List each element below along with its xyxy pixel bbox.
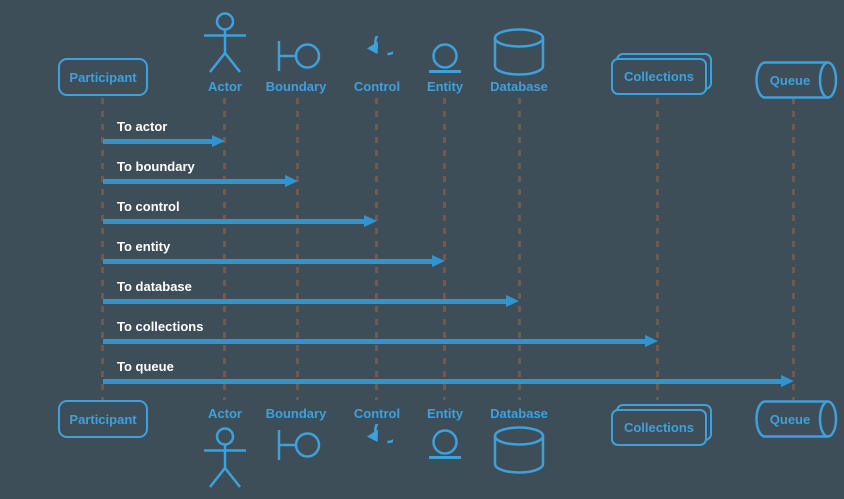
message-line xyxy=(103,339,645,344)
message-label: To queue xyxy=(117,359,174,374)
message-line xyxy=(103,299,506,304)
actor-icon xyxy=(202,8,248,75)
message-label: To control xyxy=(117,199,180,214)
message-arrowhead xyxy=(645,335,658,347)
entity-label: Entity xyxy=(426,79,464,94)
actor-icon xyxy=(202,423,248,490)
message-arrowhead xyxy=(212,135,225,147)
entity-icon xyxy=(427,428,463,460)
message-arrowhead xyxy=(285,175,298,187)
lifeline-participant xyxy=(101,98,104,400)
collections-front-rect: Collections xyxy=(611,409,707,446)
queue-box-top: Queue xyxy=(754,60,839,100)
control-icon xyxy=(361,36,393,76)
boundary-icon xyxy=(275,39,321,73)
actor-label: Actor xyxy=(208,406,242,421)
lifeline-database xyxy=(518,98,521,400)
lifeline-queue xyxy=(792,98,795,400)
collections-box-top: Collections xyxy=(611,53,712,95)
lifeline-entity xyxy=(443,98,446,400)
entity-icon xyxy=(427,42,463,74)
message-arrowhead xyxy=(432,255,445,267)
boundary-icon xyxy=(275,428,321,462)
message-label: To actor xyxy=(117,119,168,134)
message-arrowhead xyxy=(364,215,377,227)
lifeline-collections xyxy=(656,98,659,400)
message-label: To boundary xyxy=(117,159,195,174)
message-label: To entity xyxy=(117,239,171,254)
participant-box-bottom: Participant xyxy=(58,400,148,438)
message-line xyxy=(103,379,781,384)
participant-box-top: Participant xyxy=(58,58,148,96)
collections-box-bottom: Collections xyxy=(611,404,712,446)
control-label: Control xyxy=(353,79,401,94)
message-line xyxy=(103,139,212,144)
message-arrowhead xyxy=(506,295,519,307)
control-icon xyxy=(361,424,393,464)
participant-label: Participant xyxy=(69,411,137,427)
queue-label: Queue xyxy=(769,411,811,427)
queue-box-bottom: Queue xyxy=(754,399,839,439)
lifeline-actor xyxy=(223,98,226,400)
actor-label: Actor xyxy=(208,79,242,94)
message-line xyxy=(103,219,364,224)
message-label: To collections xyxy=(117,319,204,334)
collections-label: Collections xyxy=(623,420,695,435)
message-label: To database xyxy=(117,279,192,294)
queue-label: Queue xyxy=(769,72,811,88)
lifeline-control xyxy=(375,98,378,400)
boundary-label: Boundary xyxy=(265,79,327,94)
message-line xyxy=(103,179,285,184)
message-line xyxy=(103,259,432,264)
database-icon xyxy=(493,27,545,77)
lifeline-boundary xyxy=(296,98,299,400)
message-arrowhead xyxy=(781,375,794,387)
control-label: Control xyxy=(353,406,401,421)
database-label: Database xyxy=(490,406,548,421)
collections-label: Collections xyxy=(623,69,695,84)
entity-label: Entity xyxy=(426,406,464,421)
database-icon xyxy=(493,425,545,475)
boundary-label: Boundary xyxy=(265,406,327,421)
database-label: Database xyxy=(490,79,548,94)
collections-front-rect: Collections xyxy=(611,58,707,95)
participant-label: Participant xyxy=(69,69,137,85)
